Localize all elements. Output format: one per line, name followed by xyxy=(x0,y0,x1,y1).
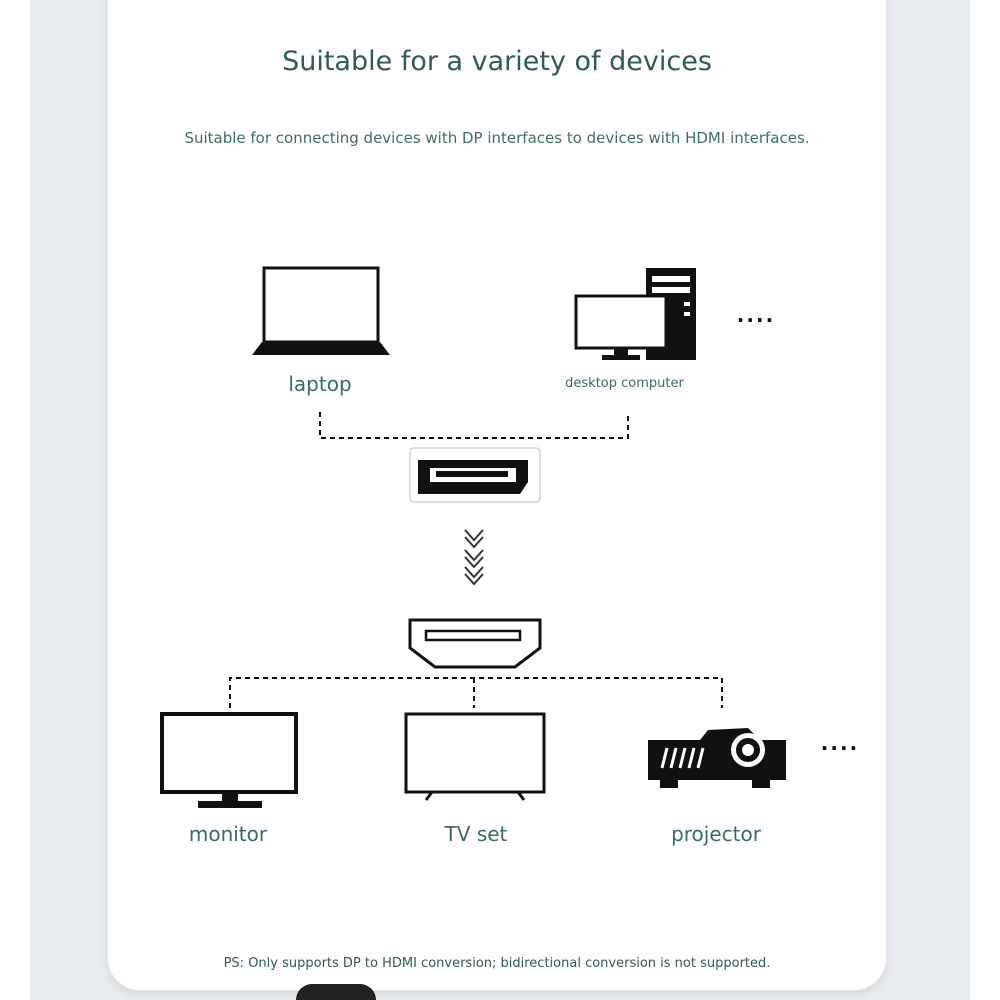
label-monitor: monitor xyxy=(188,822,268,846)
chevron-down-icon xyxy=(464,529,484,586)
label-tv-set: TV set xyxy=(444,822,508,846)
more-sources-ellipsis: ···· xyxy=(736,308,776,332)
tv-icon xyxy=(404,712,546,801)
label-desktop-computer: desktop computer xyxy=(565,376,684,391)
hdmi-icon xyxy=(408,618,542,669)
projector-icon xyxy=(648,728,786,788)
page-subtitle: Suitable for connecting devices with DP … xyxy=(184,129,810,147)
right-margin-strip xyxy=(970,0,1000,1000)
more-targets-ellipsis: ···· xyxy=(820,736,860,760)
source-connector-lines xyxy=(319,412,629,439)
monitor-icon xyxy=(160,712,298,808)
footnote: PS: Only supports DP to HDMI conversion;… xyxy=(223,956,771,971)
left-margin-strip xyxy=(0,0,30,1000)
cable-shadow xyxy=(296,984,376,1000)
target-connector-lines xyxy=(229,677,723,708)
desktop-computer-icon xyxy=(574,268,696,360)
label-projector: projector xyxy=(671,822,761,846)
page-title: Suitable for a variety of devices xyxy=(282,46,712,77)
label-laptop: laptop xyxy=(288,372,352,396)
displayport-icon xyxy=(409,447,541,503)
laptop-icon xyxy=(252,266,390,355)
